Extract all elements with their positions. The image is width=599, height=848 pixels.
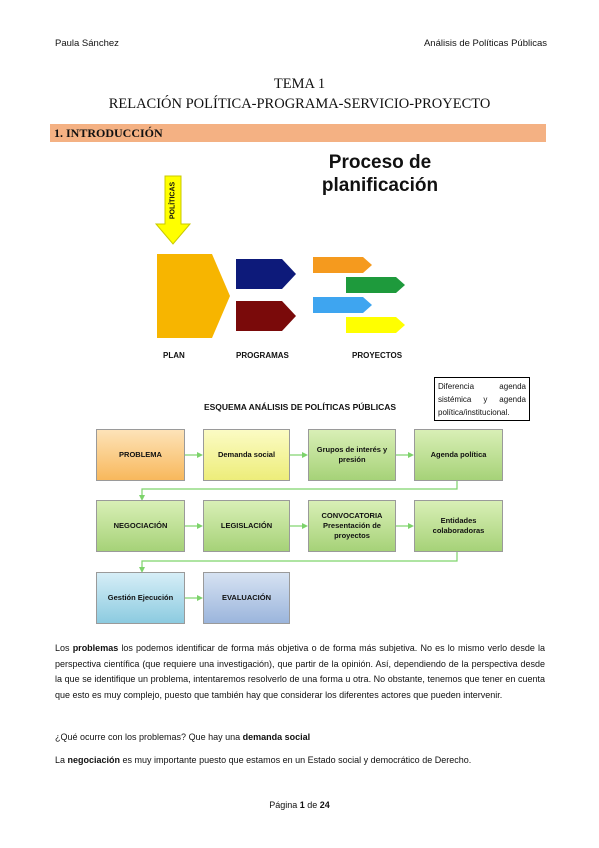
page-footer: Página 1 de 24 xyxy=(269,800,330,810)
proyecto-shape-3 xyxy=(313,297,372,313)
page-total: 24 xyxy=(319,800,330,810)
box-entidades-colaboradoras: Entidades colaboradoras xyxy=(414,500,503,552)
section-heading-bar: 1. INTRODUCCIÓN xyxy=(50,124,546,142)
proyecto-shape-1 xyxy=(313,257,372,273)
politicas-arrow-icon xyxy=(154,175,192,245)
box-evaluacion: EVALUACIÓN xyxy=(203,572,290,624)
proyecto-shape-4 xyxy=(346,317,405,333)
paragraph-problemas: Los problemas los podemos identificar de… xyxy=(55,643,545,700)
box-legislacion: LEGISLACIÓN xyxy=(203,500,290,552)
header-subject: Análisis de Políticas Públicas xyxy=(423,38,547,49)
schema-title: ESQUEMA ANÁLISIS DE POLÍTICAS PÚBLICAS xyxy=(203,402,397,412)
plan-label: PLAN xyxy=(163,351,185,360)
section-heading: 1. INTRODUCCIÓN xyxy=(54,126,163,140)
page-number: 1 xyxy=(299,800,305,810)
agenda-difference-note: Diferencia agenda sistémica y agenda pol… xyxy=(434,377,530,421)
box-grupos-interes: Grupos de interés y presión xyxy=(308,429,396,481)
proyecto-shape-2 xyxy=(346,277,405,293)
box-problema: PROBLEMA xyxy=(96,429,185,481)
planning-title-line2: planificación xyxy=(321,175,439,196)
box-gestion-ejecucion: Gestión Ejecución xyxy=(96,572,185,624)
paragraph-negociacion: La negociación es muy importante puesto … xyxy=(55,755,472,765)
box-agenda-politica: Agenda política xyxy=(414,429,503,481)
document-title-line2: RELACIÓN POLÍTICA-PROGRAMA-SERVICIO-PROY… xyxy=(108,96,491,112)
planning-title-line1: Proceso de xyxy=(328,152,432,173)
proyectos-label: PROYECTOS xyxy=(352,351,403,360)
header-author: Paula Sánchez xyxy=(55,38,119,49)
programas-label: PROGRAMAS xyxy=(236,351,289,360)
box-demanda-social: Demanda social xyxy=(203,429,290,481)
programa-shape-1 xyxy=(236,259,296,289)
programa-shape-2 xyxy=(236,301,296,331)
plan-shape xyxy=(157,254,230,338)
paragraph-demanda-social: ¿Qué ocurre con los problemas? Que hay u… xyxy=(55,732,311,742)
document-title-line1: TEMA 1 xyxy=(273,76,326,92)
box-negociacion: NEGOCIACIÓN xyxy=(96,500,185,552)
box-convocatoria: CONVOCATORIA Presentación de proyectos xyxy=(308,500,396,552)
